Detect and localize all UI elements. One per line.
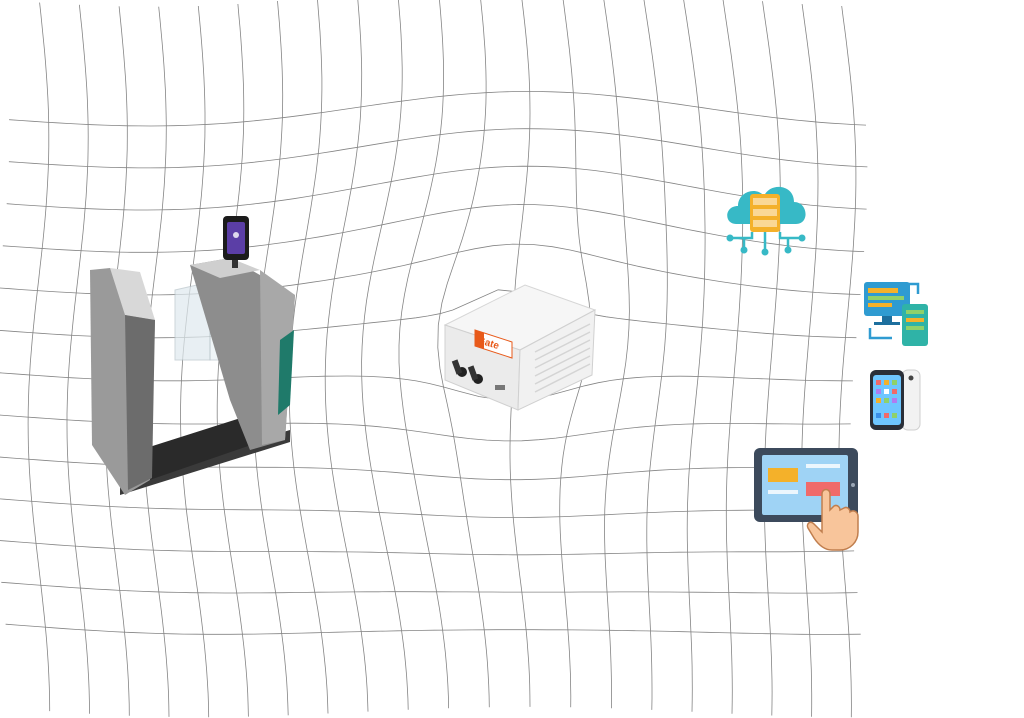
grid-line-vertical (801, 4, 819, 717)
grid-line-horizontal (8, 128, 868, 169)
grid-line-horizontal (9, 91, 867, 127)
grid-line-horizontal (6, 165, 867, 211)
cloud-server-icon (726, 186, 806, 256)
grid-line-horizontal (5, 623, 861, 635)
smartphone-icon (870, 369, 921, 431)
grid-line-vertical (27, 2, 51, 712)
grid-line-vertical (722, 0, 744, 714)
grid-line-vertical (838, 5, 857, 718)
grid-line-vertical (180, 5, 210, 718)
grid-line-vertical (603, 0, 630, 709)
grid-line-vertical (324, 0, 369, 712)
grid-line-vertical (683, 0, 706, 712)
grid-line-vertical (762, 1, 781, 716)
grid-line-vertical (398, 0, 449, 709)
grid-line-horizontal (0, 498, 852, 518)
speed-gate-illustration (90, 216, 295, 495)
tablet-touch-icon (754, 448, 859, 551)
desktop-mobile-sync-icon (864, 282, 928, 346)
grid-line-horizontal (1, 581, 858, 594)
grid-line-vertical (643, 0, 668, 710)
grid-line-horizontal (0, 540, 855, 556)
grid-line-vertical (66, 4, 90, 714)
gateway-device-illustration (443, 284, 597, 411)
grid-line-vertical (361, 0, 409, 710)
grid-line-vertical (437, 0, 490, 708)
